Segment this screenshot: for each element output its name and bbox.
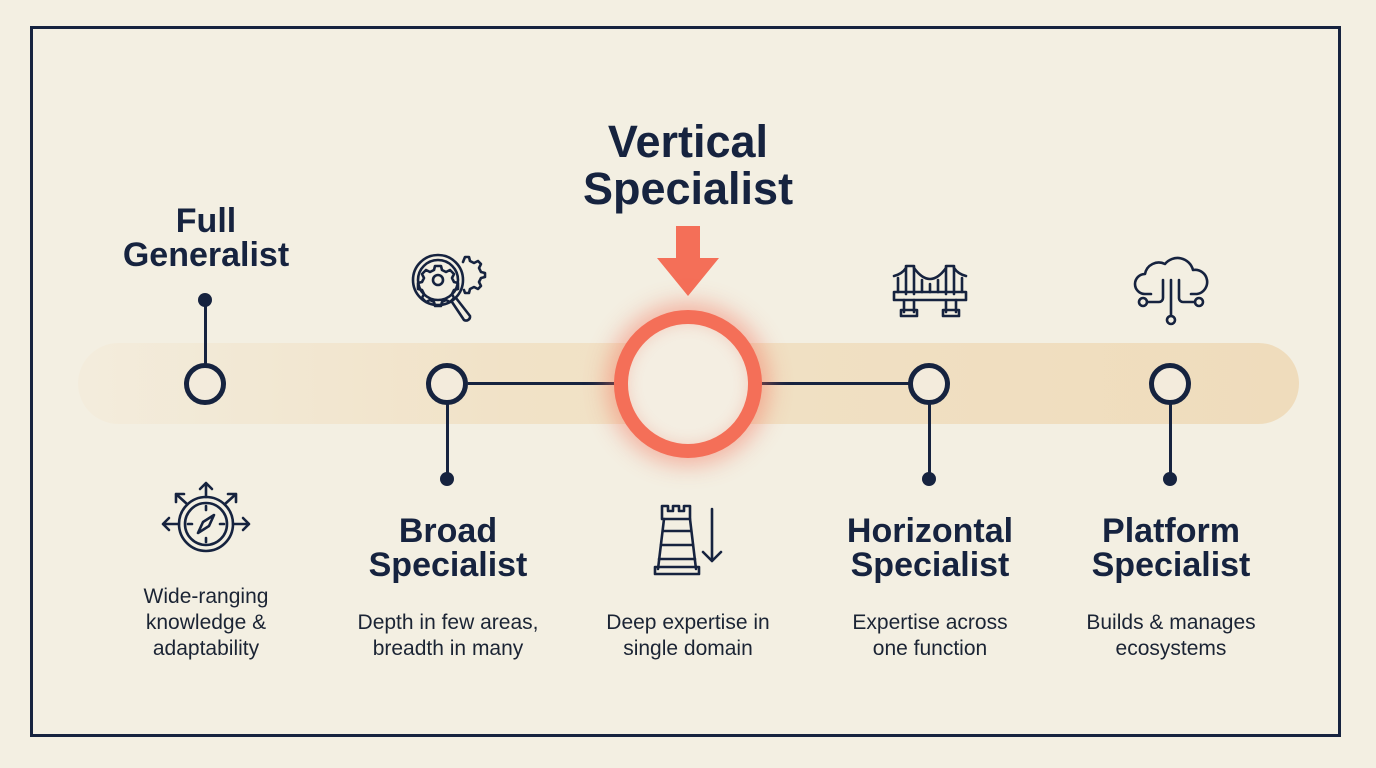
stage-title-full-generalist: Full Generalist <box>122 202 290 274</box>
stage-stem-broad-specialist <box>446 404 449 476</box>
tower-down-arrow-icon <box>652 503 724 577</box>
stage-title-horizontal-specialist: Horizontal Specialist <box>846 512 1014 584</box>
compass-arrows-icon <box>160 480 252 556</box>
stage-node-full-generalist <box>184 363 226 405</box>
stage-desc-broad-specialist: Depth in few areas, breadth in many <box>357 611 539 660</box>
stage-node-horizontal-specialist <box>908 363 950 405</box>
bridge-icon <box>892 260 968 320</box>
highlight-arrow-icon <box>657 226 719 296</box>
magnifier-gears-icon <box>408 250 488 330</box>
stage-desc-full-generalist: Wide-ranging knowledge & adaptability <box>143 585 269 660</box>
connector-vertical-horizontal <box>760 382 910 385</box>
connector-broad-vertical <box>468 382 618 385</box>
stage-stem-full-generalist <box>204 300 207 364</box>
stage-pin-broad-specialist <box>440 472 454 486</box>
stage-title-broad-specialist: Broad Specialist <box>368 512 528 584</box>
diagram-frame <box>30 26 1341 737</box>
stage-desc-horizontal-specialist: Expertise across one function <box>852 611 1008 660</box>
stage-node-vertical-specialist <box>614 310 762 458</box>
stage-desc-platform-specialist: Builds & manages ecosystems <box>1086 611 1256 660</box>
stage-stem-horizontal-specialist <box>928 404 931 476</box>
stage-pin-platform-specialist <box>1163 472 1177 486</box>
stage-pin-horizontal-specialist <box>922 472 936 486</box>
stage-desc-vertical-specialist: Deep expertise in single domain <box>606 611 770 660</box>
stage-node-broad-specialist <box>426 363 468 405</box>
cloud-network-icon <box>1133 250 1209 326</box>
stage-node-platform-specialist <box>1149 363 1191 405</box>
stage-title-vertical-specialist: Vertical Specialist <box>582 116 794 215</box>
stage-stem-platform-specialist <box>1169 404 1172 476</box>
stage-title-platform-specialist: Platform Specialist <box>1091 512 1251 584</box>
